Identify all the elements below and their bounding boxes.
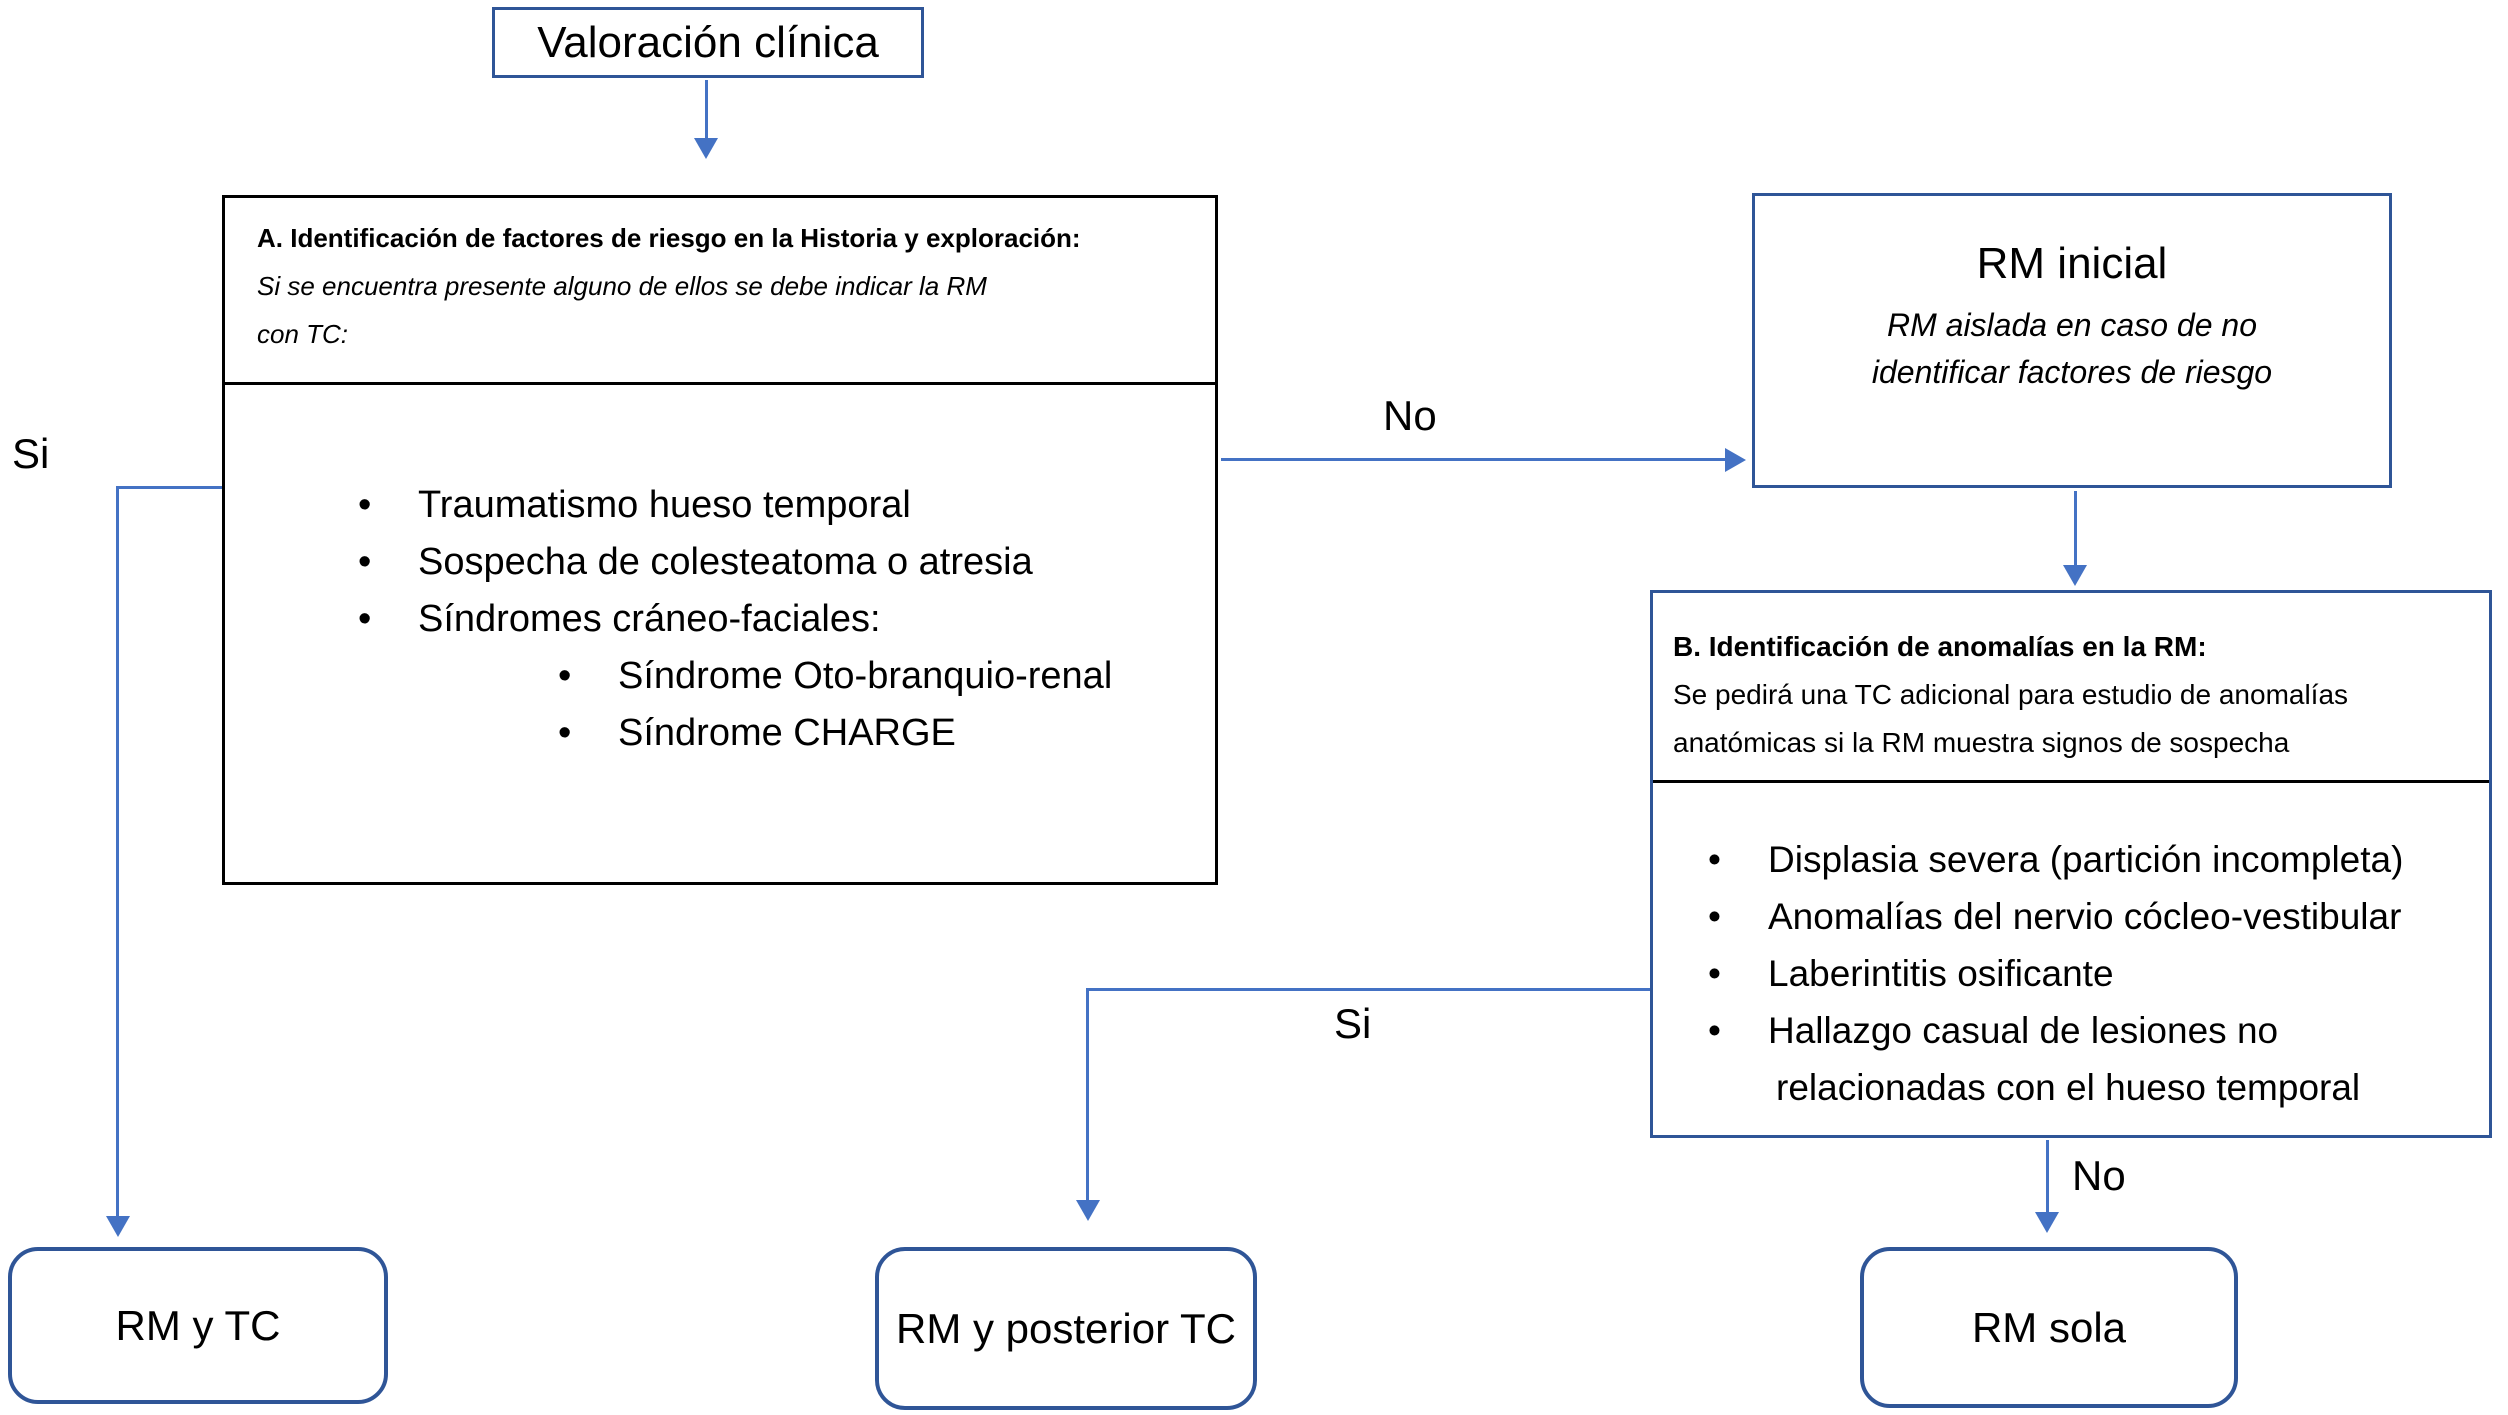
- bullet-text: Displasia severa (partición incompleta): [1768, 839, 2404, 880]
- edge-a-si-hline: [116, 486, 222, 489]
- bullet-item: relacionadas con el hueso temporal: [1708, 1059, 2489, 1116]
- bullet-text: Síndrome CHARGE: [618, 712, 956, 754]
- node-rm-inicial-note-line1: RM aislada en caso de no: [1886, 307, 2257, 343]
- node-rm-y-posterior-tc: RM y posterior TC: [875, 1247, 1257, 1410]
- panel-b-bullet-list: • Displasia severa (partición incompleta)…: [1653, 783, 2489, 1116]
- bullet-text: Laberintitis osificante: [1768, 953, 2114, 994]
- edge-a-no-line: [1221, 458, 1725, 461]
- panel-a-subtitle-line2: con TC:: [257, 319, 349, 349]
- edge-a-no-arrowhead-icon: [1725, 448, 1746, 472]
- panel-b-subtitle-line2: anatómicas si la RM muestra signos de so…: [1673, 727, 2290, 758]
- panel-a-subtitle-line1: Si se encuentra presente alguno de ellos…: [257, 271, 987, 301]
- panel-b-mri-anomalies: B. Identificación de anomalías en la RM:…: [1650, 590, 2492, 1138]
- bullet-text: Sospecha de colesteatoma o atresia: [418, 541, 1033, 583]
- node-rm-inicial-note: RM aislada en caso de no identificar fac…: [1872, 302, 2272, 396]
- edge-rminicial-to-b-arrowhead-icon: [2063, 565, 2087, 586]
- edge-valoracion-to-a-arrowhead-icon: [694, 138, 718, 159]
- panel-a-risk-factors: A. Identificación de factores de riesgo …: [222, 195, 1218, 885]
- edge-b-si-vline: [1086, 988, 1089, 1200]
- edge-b-si-hline: [1086, 988, 1650, 991]
- bullet-text: relacionadas con el hueso temporal: [1776, 1067, 2361, 1108]
- panel-a-header: A. Identificación de factores de riesgo …: [225, 198, 1215, 385]
- bullet-dot-icon: [1708, 1059, 1776, 1116]
- bullet-text: Anomalías del nervio cócleo-vestibular: [1768, 896, 2402, 937]
- bullet-text: Síndromes cráneo-faciales:: [418, 598, 881, 640]
- edge-rminicial-to-b-line: [2074, 491, 2077, 565]
- bullet-dot-icon: •: [358, 541, 372, 583]
- bullet-dot-icon: •: [1708, 839, 1721, 880]
- node-rm-sola-label: RM sola: [1971, 1303, 2127, 1351]
- bullet-dot-icon: •: [358, 598, 372, 640]
- bullet-dot-icon: •: [1708, 896, 1721, 937]
- node-valoracion-clinica: Valoración clínica: [492, 7, 924, 78]
- bullet-text: Traumatismo hueso temporal: [418, 484, 911, 526]
- bullet-dot-icon: •: [1708, 1010, 1721, 1051]
- bullet-item: • Hallazgo casual de lesiones no: [1708, 1002, 2489, 1059]
- node-valoracion-label: Valoración clínica: [537, 17, 879, 67]
- edge-a-si-label: Si: [12, 430, 50, 477]
- bullet-text: Hallazgo casual de lesiones no: [1768, 1010, 2279, 1051]
- edge-b-no-line: [2046, 1140, 2049, 1212]
- panel-b-header: B. Identificación de anomalías en la RM:…: [1653, 593, 2489, 783]
- edge-b-si-label: Si: [1334, 1000, 1372, 1047]
- node-rm-y-tc-label: RM y TC: [115, 1301, 281, 1349]
- panel-b-title: B. Identificación de anomalías en la RM:: [1673, 631, 2207, 662]
- bullet-item: • Síndromes cráneo-faciales:: [358, 591, 1215, 648]
- bullet-item: • Síndrome Oto-branquio-renal: [558, 648, 1215, 705]
- bullet-item: • Laberintitis osificante: [1708, 945, 2489, 1002]
- node-rm-inicial-note-line2: identificar factores de riesgo: [1871, 354, 2273, 390]
- bullet-item: • Traumatismo hueso temporal: [358, 477, 1215, 534]
- node-rm-sola: RM sola: [1860, 1247, 2238, 1408]
- edge-b-no-arrowhead-icon: [2035, 1212, 2059, 1233]
- bullet-text: Síndrome Oto-branquio-renal: [618, 655, 1113, 697]
- bullet-item: • Sospecha de colesteatoma o atresia: [358, 534, 1215, 591]
- bullet-item: • Anomalías del nervio cócleo-vestibular: [1708, 888, 2489, 945]
- node-rm-inicial: RM inicial RM aislada en caso de no iden…: [1752, 193, 2392, 488]
- node-rm-y-posterior-tc-label: RM y posterior TC: [896, 1304, 1236, 1352]
- bullet-dot-icon: •: [358, 484, 372, 526]
- edge-a-si-vline: [116, 486, 119, 1216]
- panel-a-title: A. Identificación de factores de riesgo …: [257, 223, 1081, 253]
- panel-b-subtitle-line1: Se pedirá una TC adicional para estudio …: [1673, 679, 2349, 710]
- edge-a-no-label: No: [1383, 392, 1437, 439]
- bullet-dot-icon: •: [558, 655, 572, 697]
- edge-b-si-arrowhead-icon: [1076, 1200, 1100, 1221]
- edge-a-si-arrowhead-icon: [106, 1216, 130, 1237]
- node-rm-y-tc: RM y TC: [8, 1247, 388, 1404]
- panel-a-bullet-list: • Traumatismo hueso temporal • Sospecha de …: [225, 385, 1215, 762]
- edge-b-no-label: No: [2072, 1152, 2126, 1199]
- bullet-item: • Síndrome CHARGE: [558, 705, 1215, 762]
- node-rm-inicial-title: RM inicial: [1976, 239, 2168, 288]
- bullet-dot-icon: •: [558, 712, 572, 754]
- bullet-item: • Displasia severa (partición incompleta): [1708, 831, 2489, 888]
- edge-valoracion-to-a-line: [705, 80, 708, 138]
- bullet-dot-icon: •: [1708, 953, 1721, 994]
